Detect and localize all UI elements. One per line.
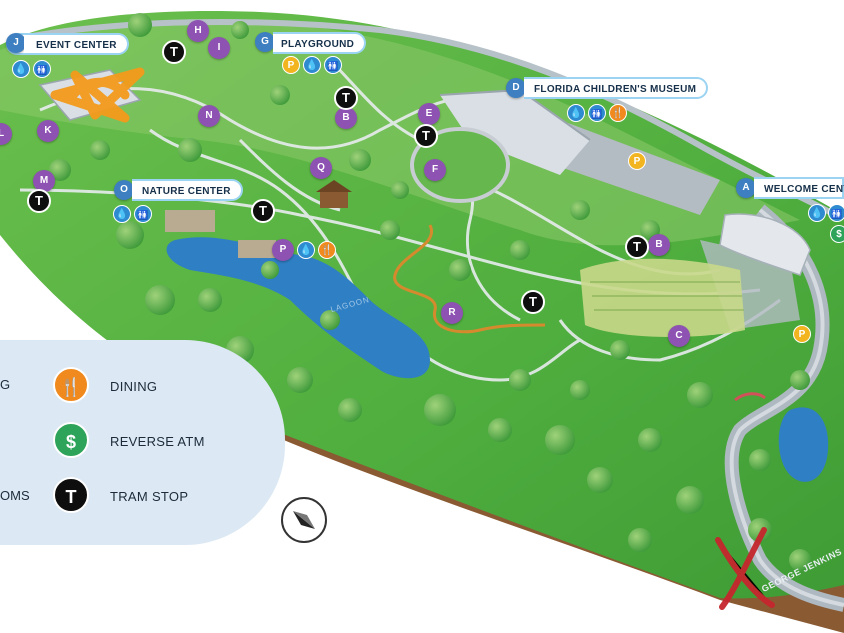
legend-cut-label: G [0,377,11,392]
tram-stop-icon[interactable]: T [251,199,275,223]
lagoon [166,237,430,379]
perimeter-path [9,19,837,218]
marker-h[interactable]: H [187,20,209,42]
marker-f[interactable]: F [424,159,446,181]
dining-icon: 🍴 [53,367,89,403]
tram-stop-icon[interactable]: T [162,40,186,64]
museum-title[interactable]: FLORIDA CHILDREN'S MUSEUM [524,77,709,99]
restroom-icon[interactable]: 🚻 [828,204,844,222]
welcome-center-letter: A [736,178,756,198]
tram-stop-icon[interactable]: T [27,189,51,213]
nature-center-letter: O [114,180,134,200]
trees [49,13,811,571]
event-center-letter: J [6,33,26,53]
water-icon[interactable]: 💧 [567,104,585,122]
legend-label-atm: REVERSE ATM [110,434,205,449]
gardens [580,258,745,337]
legend-label-tram: TRAM STOP [110,489,189,504]
marker-k[interactable]: K [37,120,59,142]
marker-b-north[interactable]: B [335,107,357,129]
marker-l[interactable]: L [0,123,12,145]
marker-p[interactable]: P [272,239,294,261]
event-center-title[interactable]: EVENT CENTER [24,33,129,55]
dining-icon[interactable]: 🍴 [609,104,627,122]
water-icon[interactable]: 💧 [303,56,321,74]
water-icon[interactable]: 💧 [113,205,131,223]
tram-stop-icon: T [53,477,89,513]
playground-title[interactable]: PLAYGROUND [273,32,367,54]
marker-b-east[interactable]: B [648,234,670,256]
atm-icon: $ [53,422,89,458]
legend-panel: G OMS 🍴 DINING $ REVERSE ATM T TRAM STOP [0,340,285,545]
parking-icon[interactable]: P [282,56,300,74]
legend-label-dining: DINING [110,379,158,394]
marker-e[interactable]: E [418,103,440,125]
tram-stop-icon[interactable]: T [414,124,438,148]
restroom-icon[interactable]: 🚻 [588,104,606,122]
water-icon[interactable]: 💧 [12,60,30,78]
annotation-x [715,527,775,610]
pond [778,407,829,482]
marker-q[interactable]: Q [310,157,332,179]
annotation-star [50,67,145,123]
marker-n[interactable]: N [198,105,220,127]
water-icon[interactable]: 💧 [297,241,315,259]
tram-stop-icon[interactable]: T [334,86,358,110]
treehouse [316,180,352,208]
marker-c[interactable]: C [668,325,690,347]
dining-icon[interactable]: 🍴 [318,241,336,259]
welcome-center-title[interactable]: WELCOME CENT [754,177,844,199]
meadow [0,20,800,246]
tram-stop-icon[interactable]: T [625,235,649,259]
nature-center-title[interactable]: NATURE CENTER [132,179,243,201]
restroom-icon[interactable]: 🚻 [324,56,342,74]
water-icon[interactable]: 💧 [808,204,826,222]
entrance-arch [734,392,766,402]
parking-icon[interactable]: P [628,152,646,170]
compass [281,497,327,543]
tram-stop-icon[interactable]: T [521,290,545,314]
orange-trail [393,224,546,334]
parking-icon[interactable]: P [793,325,811,343]
playground-letter: G [255,32,275,52]
restroom-icon[interactable]: 🚻 [134,205,152,223]
atm-icon[interactable]: $ [830,225,844,243]
welcome-center-building [719,213,811,276]
marker-i[interactable]: I [208,37,230,59]
marker-r[interactable]: R [441,302,463,324]
legend-cut-label: OMS [0,488,30,503]
nature-center-building [165,210,276,258]
marker-m[interactable]: M [33,170,55,192]
museum-letter: D [506,78,526,98]
compass-needle-icon [293,511,315,529]
restroom-icon[interactable]: 🚻 [33,60,51,78]
